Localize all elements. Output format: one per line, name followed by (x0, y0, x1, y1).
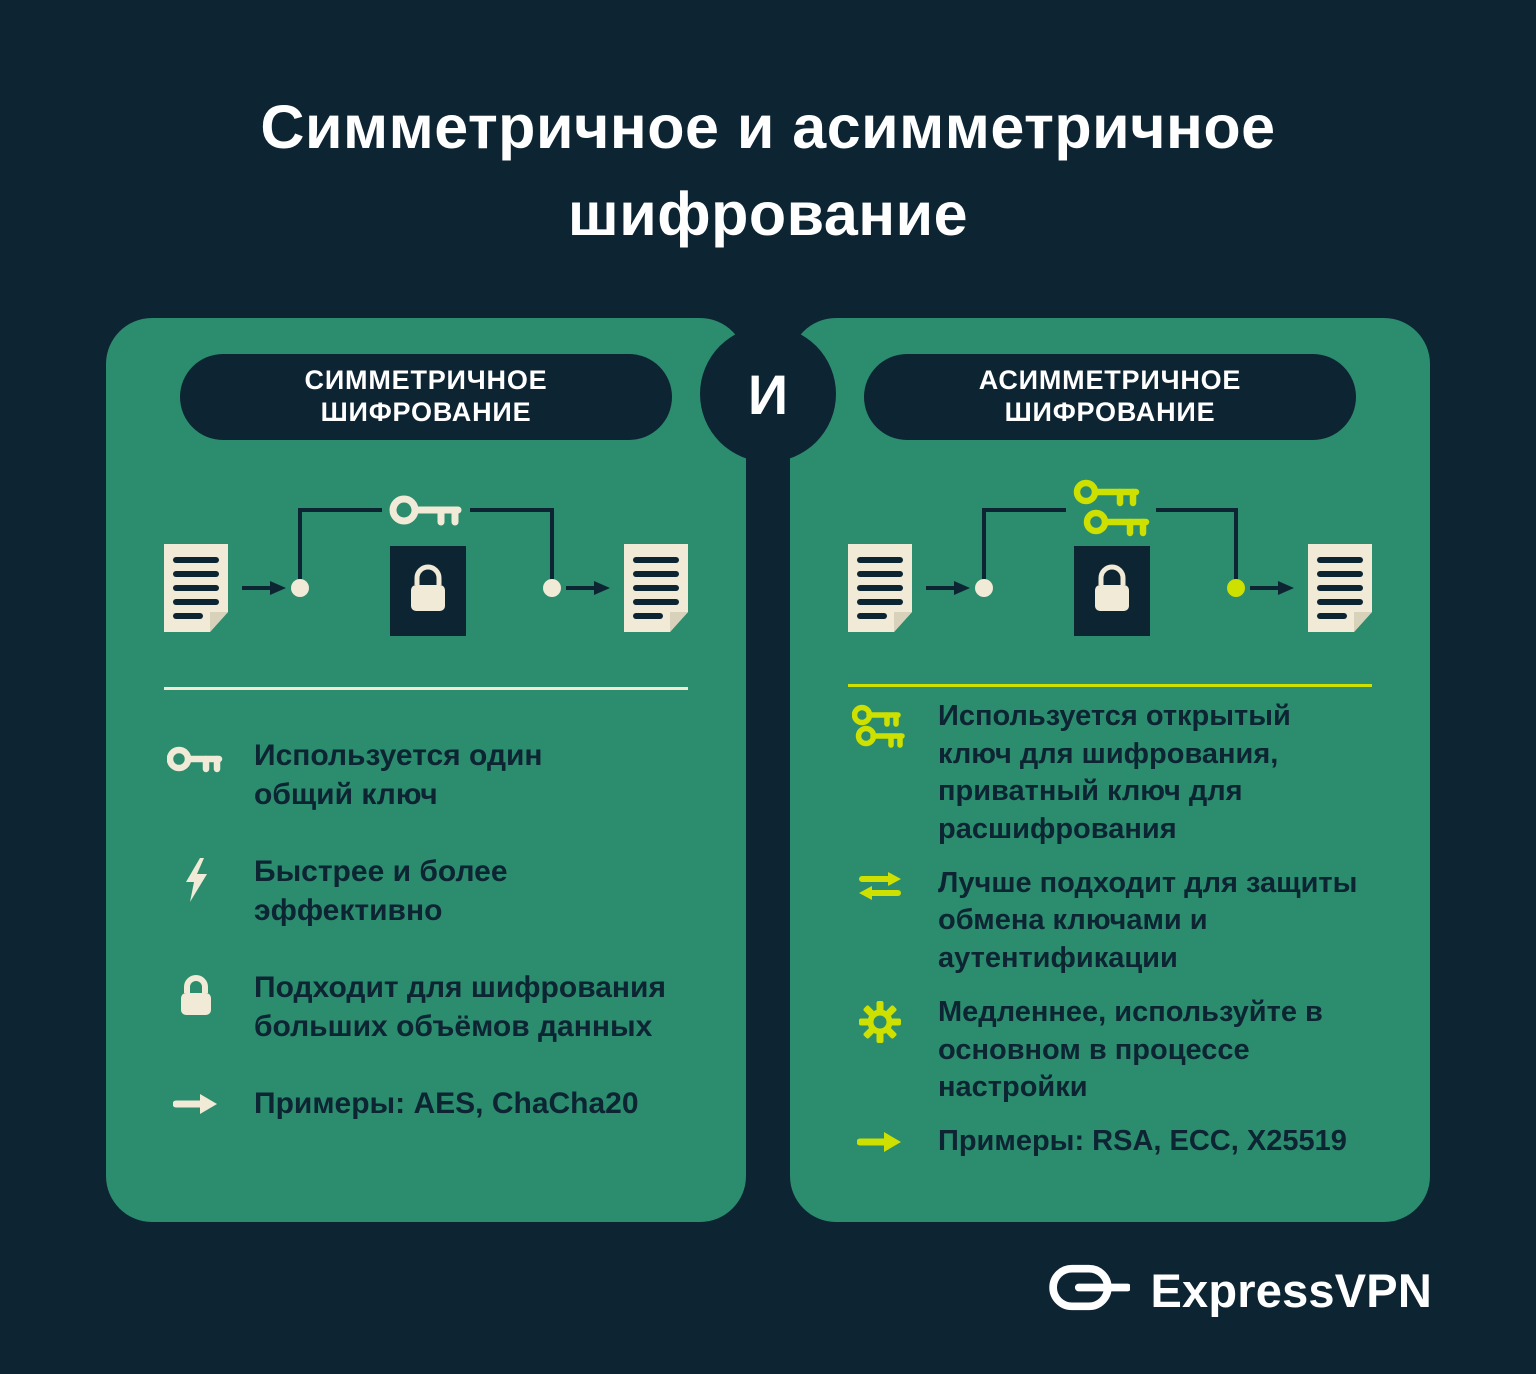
page-title-line1: Симметричное и асимметричное (260, 93, 1276, 161)
list-item: Используется открытый ключ для шифровани… (848, 698, 1378, 849)
asymmetric-header-pill: АСИММЕТРИЧНОЕ ШИФРОВАНИЕ (864, 354, 1356, 440)
padlock-box-icon (390, 546, 466, 636)
lightning-icon (164, 852, 228, 903)
arrow-right-icon (954, 581, 970, 595)
list-item-text: Используется открытый ключ для шифровани… (938, 700, 1291, 846)
arrow-right-icon (848, 1129, 912, 1155)
list-item-text: Используется один общий ключ (254, 739, 543, 811)
lock-icon (164, 968, 228, 1019)
node-dot (543, 579, 561, 597)
section-divider (848, 684, 1372, 687)
exchange-arrows-icon (848, 865, 912, 902)
list-item-text: Примеры: AES, ChaCha20 (254, 1087, 639, 1120)
list-item-text: Лучше подходит для защиты обмена ключами… (938, 866, 1358, 975)
symmetric-panel: СИММЕТРИЧНОЕ ШИФРОВАНИЕ (106, 318, 746, 1222)
double-key-icon (848, 698, 912, 749)
connector-label: И (747, 362, 789, 426)
asymmetric-bullet-list: Используется открытый ключ для шифровани… (848, 698, 1378, 1161)
list-item: Медленнее, используйте в основном в проц… (848, 994, 1378, 1107)
asymmetric-flow-diagram (830, 479, 1390, 636)
list-item: Быстрее и более эффективно (164, 852, 694, 930)
arrow-right-icon (270, 581, 286, 595)
key-icon (389, 495, 462, 526)
node-dot-accent (1227, 579, 1245, 597)
arrow-right-icon (1278, 581, 1294, 595)
page-title: Симметричное и асимметричное шифрование (0, 84, 1536, 257)
list-item-text: Быстрее и более эффективно (254, 855, 508, 927)
node-dot (975, 579, 993, 597)
double-key-icon (1073, 479, 1150, 537)
list-item: Используется один общий ключ (164, 736, 694, 814)
symmetric-header-pill: СИММЕТРИЧНОЕ ШИФРОВАНИЕ (180, 354, 672, 440)
page-title-line2: шифрование (567, 179, 969, 248)
symmetric-flow-diagram (146, 495, 706, 636)
list-item-text: Примеры: RSA, ECC, X25519 (938, 1124, 1347, 1157)
gear-icon (848, 994, 912, 1045)
list-item-text: Медленнее, используйте в основном в проц… (938, 995, 1323, 1104)
asymmetric-panel: АСИММЕТРИЧНОЕ ШИФРОВАНИЕ (790, 318, 1430, 1222)
expressvpn-logo-icon (1048, 1260, 1132, 1320)
padlock-box-icon (1074, 546, 1150, 636)
footer-brand: ExpressVPN (1048, 1260, 1432, 1320)
list-item-text: Подходит для шифрования больших объёмов … (254, 971, 667, 1043)
list-item: Подходит для шифрования больших объёмов … (164, 968, 694, 1046)
symmetric-bullet-list: Используется один общий ключ Быстрее и б… (164, 736, 694, 1123)
list-item: Лучше подходит для защиты обмена ключами… (848, 865, 1378, 978)
brand-wordmark: ExpressVPN (1150, 1263, 1432, 1317)
key-icon (164, 736, 228, 779)
arrow-right-icon (164, 1091, 228, 1117)
list-item: Примеры: AES, ChaCha20 (164, 1084, 694, 1123)
connector-circle: И (700, 326, 836, 462)
section-divider (164, 687, 688, 690)
arrow-right-icon (594, 581, 610, 595)
list-item: Примеры: RSA, ECC, X25519 (848, 1123, 1378, 1161)
node-dot (291, 579, 309, 597)
